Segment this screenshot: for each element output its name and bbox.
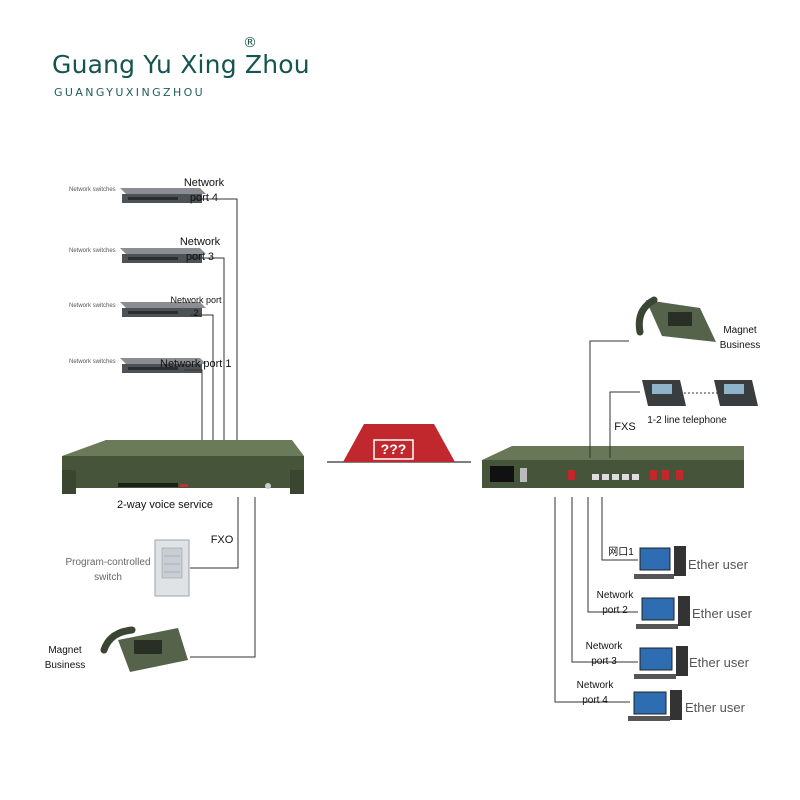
ether-user-label-2: Ether user — [692, 606, 752, 621]
right-port3-label: Network port 3 — [585, 641, 623, 667]
ip-phone-label: 1-2 line telephone — [647, 415, 727, 426]
gateway-device — [482, 446, 744, 488]
pbx-label: Program-controlled switch — [65, 557, 151, 583]
switch-label-2: Network switches — [69, 303, 116, 309]
switch-label-1: Network switches — [69, 359, 116, 365]
left-port4-label: Network port 4 — [183, 177, 225, 204]
unknown-link — [327, 424, 471, 463]
network-switch-2 — [120, 302, 206, 317]
computer-1 — [634, 546, 686, 579]
left-port2-label: Network port 2 — [170, 295, 222, 318]
ip-phone-1 — [642, 380, 686, 406]
fxo-label: FXO — [210, 534, 234, 546]
left-port3-label: Network port 3 — [179, 236, 221, 263]
switch-label-3: Network switches — [69, 248, 116, 254]
network-switch-1 — [120, 358, 206, 373]
fxs-label: FXS — [614, 421, 636, 433]
magnet-telephone-left — [100, 626, 188, 672]
brand-title: Guang Yu Xing Zhou — [52, 50, 310, 79]
right-port4-label: Network port 4 — [576, 680, 614, 706]
brand-subtitle: GUANGYUXINGZHOU — [54, 86, 206, 99]
right-port2-label: Network port 2 — [596, 590, 634, 616]
ether-user-label-4: Ether user — [685, 700, 745, 715]
left-magnet-label: Magnet Business — [44, 645, 86, 671]
computer-4 — [628, 690, 682, 721]
registered-mark: ® — [243, 35, 257, 51]
left-connection-lines — [184, 198, 256, 658]
right-magnet-label: Magnet Business — [719, 325, 761, 351]
pbx-cabinet — [154, 539, 190, 597]
ip-phone-2 — [714, 380, 758, 406]
ether-user-label-1: Ether user — [688, 557, 748, 572]
right-port1-label: 网口1 — [608, 547, 634, 558]
right-connection-lines — [554, 340, 718, 703]
unknown-link-label: ??? — [380, 441, 407, 457]
ether-user-label-3: Ether user — [689, 655, 749, 670]
computer-2 — [636, 596, 690, 629]
switch-label-4: Network switches — [69, 187, 116, 193]
magnet-telephone-right — [635, 296, 716, 342]
computer-3 — [634, 646, 688, 679]
left-port1-label: Network port 1 — [160, 358, 232, 370]
network-switch-4 — [120, 188, 206, 203]
voice-service-device — [62, 440, 304, 494]
voice-service-label: 2-way voice service — [117, 499, 213, 511]
network-switch-3 — [120, 248, 206, 263]
